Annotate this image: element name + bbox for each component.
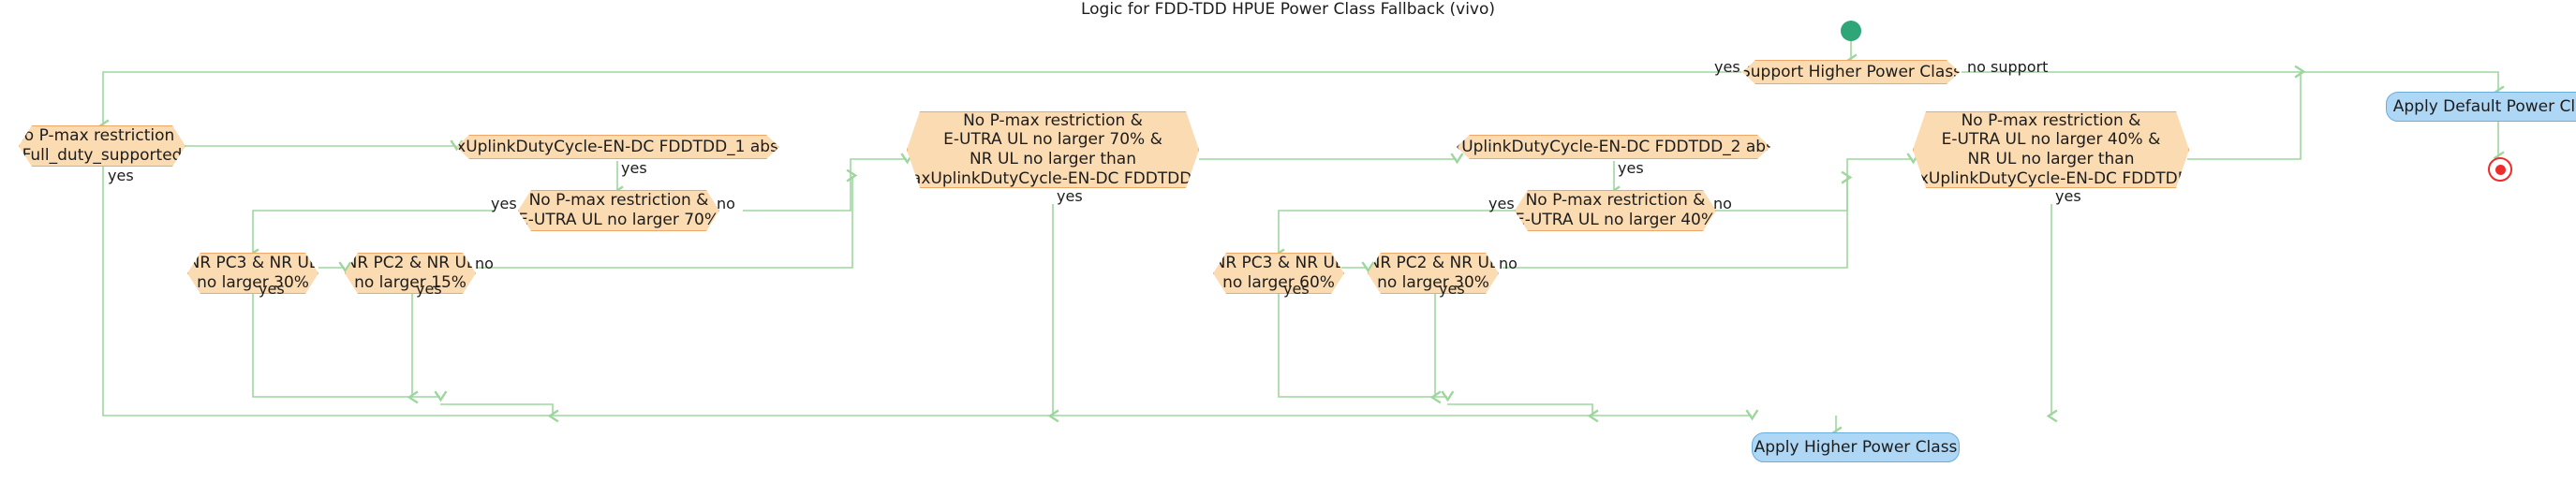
edge-label-fullduty-yes: yes [108,167,134,184]
edge-label-fdd1-yes: yes [621,159,647,177]
edge-label-big2-yes: yes [2055,187,2081,205]
decision-fddtdd2-absent[interactable]: maxUplinkDutyCycle-EN-DC FDDTDD_2 absent [1457,135,1770,159]
edge-label-eutra70-no: no [717,195,735,212]
decision-no-pmax-full-duty[interactable]: No P-max restriction & Full_duty_support… [12,126,192,165]
edge-label-support-yes: yes [1714,58,1740,76]
edge-label-pc2-15-no: no [475,255,494,272]
end-node-inner [2495,164,2506,175]
edge-label-pc2-30-no: no [1499,255,1517,272]
edge-label-pc2-15-yes: yes [416,280,442,298]
decision-eutra-ul-40[interactable]: No P-max restriction & E-UTRA UL no larg… [1515,191,1717,229]
edge-label-fdd2-yes: yes [1618,159,1644,177]
decision-big-condition-fddtdd1[interactable]: No P-max restriction & E-UTRA UL no larg… [896,110,1210,188]
decision-big-condition-fddtdd2[interactable]: No P-max restriction & E-UTRA UL no larg… [1893,110,2209,188]
decision-nr-pc3-30[interactable]: NR PC3 & NR UL no larger 30% [187,254,318,292]
edge-label-eutra70-yes: yes [491,195,517,212]
decision-nr-pc2-30[interactable]: NR PC2 & NR UL no larger 30% [1368,254,1499,292]
edge-label-pc3-60-yes: yes [1283,280,1310,298]
decision-nr-pc3-60[interactable]: NR PC3 & NR UL no larger 60% [1213,254,1344,292]
edge-label-eutra40-no: no [1713,195,1732,212]
start-node [1841,21,1861,41]
edge-label-big1-yes: yes [1057,187,1083,205]
diagram-title: Logic for FDD-TDD HPUE Power Class Fallb… [1080,0,1496,19]
activity-apply-higher-power-class[interactable]: Apply Higher Power Class [1752,432,1960,462]
decision-support-higher-power-class[interactable]: Support Higher Power Class [1742,60,1960,84]
edge-label-eutra40-yes: yes [1488,195,1515,212]
decision-fddtdd1-absent[interactable]: maxUplinkDutyCycle-EN-DC FDDTDD_1 absent [456,135,779,159]
edge-label-pc3-30-yes: yes [259,280,285,298]
edge-label-support-no: no support [1967,58,2049,76]
decision-nr-pc2-15[interactable]: NR PC2 & NR UL no larger 15% [345,254,476,292]
decision-eutra-ul-70[interactable]: No P-max restriction & E-UTRA UL no larg… [518,191,720,229]
edge-label-pc2-30-yes: yes [1439,280,1465,298]
activity-apply-default-power-class[interactable]: Apply Default Power Class [2386,92,2576,122]
end-node [2488,157,2512,182]
